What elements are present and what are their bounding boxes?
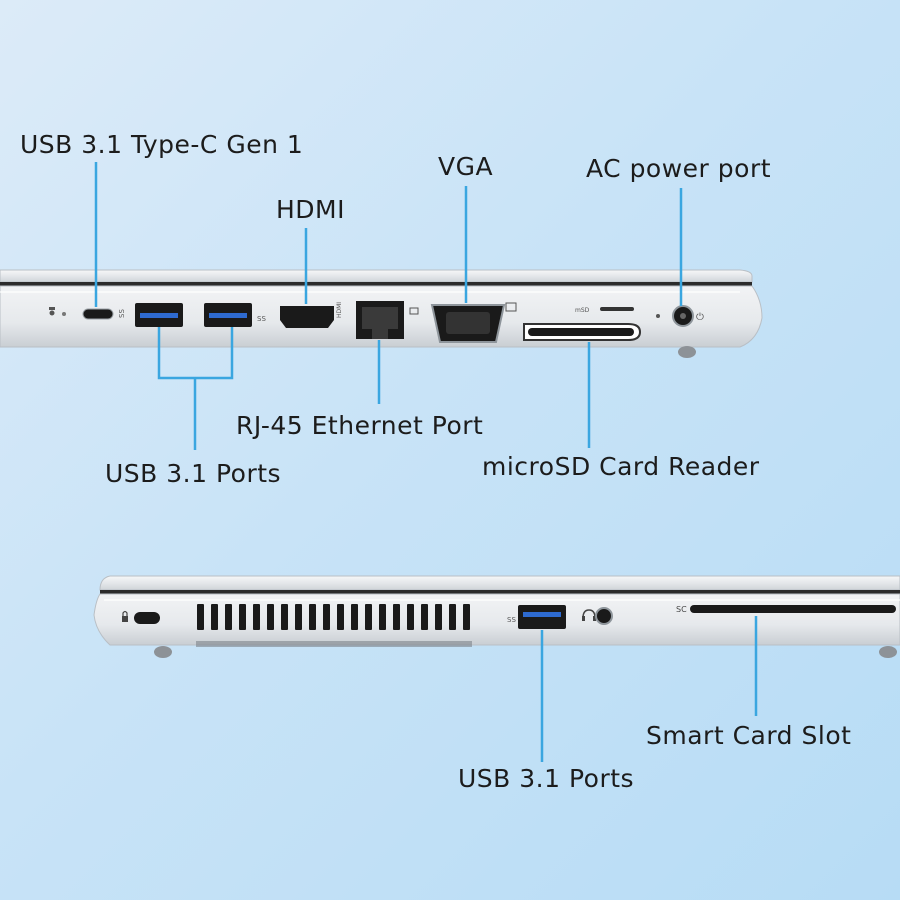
smart-card-slot [690,605,896,613]
dc-power-icon: ⏻ [696,312,704,323]
label-vga: VGA [438,152,494,181]
vent-slat [421,604,428,630]
usb-c-port [82,308,114,320]
svg-text:SS: SS [118,309,126,318]
headphone-icon [582,609,596,621]
vga-icon [505,302,517,312]
vent-slat [267,604,274,630]
ethernet-port [356,301,404,339]
label-usb-c: USB 3.1 Type-C Gen 1 [20,130,304,159]
vent-slat [211,604,218,630]
vent-slat [379,604,386,630]
svg-text:⏻: ⏻ [696,312,704,323]
top-laptop: SS SS HDMI [0,269,763,358]
label-rj45: RJ-45 Ethernet Port [236,411,484,440]
vent-slat [393,604,400,630]
security-lock-slot [134,612,160,624]
bottom-laptop: SS SC [93,575,900,658]
vent-slat [323,604,330,630]
vent-slat [337,604,344,630]
vent-slat [239,604,246,630]
vent-slat [197,604,204,630]
vent-slat [351,604,358,630]
svg-text:HDMI: HDMI [336,302,343,318]
power-indicator-icon [49,307,66,316]
ethernet-icon [409,307,419,315]
vent-slat [225,604,232,630]
microsd-slot [523,323,642,341]
vent-slat [407,604,414,630]
usb-ss-icon: SS [257,315,266,323]
bottom-callout-lines [540,616,758,762]
top-callout-lines [94,162,683,450]
vent-slat [365,604,372,630]
vent-slat [281,604,288,630]
microsd-marker [600,307,634,311]
label-usb-ports-bottom: USB 3.1 Ports [458,764,635,793]
vga-port [430,304,506,343]
usb-ss-icon-bottom: SS [507,616,516,624]
vent-slat [449,604,456,630]
label-ac-power: AC power port [586,154,772,183]
vent-slat [309,604,316,630]
audio-jack [595,607,613,625]
label-usb-ports-top: USB 3.1 Ports [105,459,282,488]
label-hdmi: HDMI [276,195,345,224]
vent-slat [253,604,260,630]
label-microsd: microSD Card Reader [482,452,760,481]
vent-slat [463,604,470,630]
vent-slat [295,604,302,630]
svg-text:mSD: mSD [575,307,590,314]
lock-icon [122,610,128,622]
vent-slat [435,604,442,630]
svg-text:SC: SC [676,605,687,614]
dc-power-port [672,305,694,327]
vent-grille [197,604,470,630]
hdmi-port [280,306,334,328]
label-smart-card: Smart Card Slot [646,721,852,750]
